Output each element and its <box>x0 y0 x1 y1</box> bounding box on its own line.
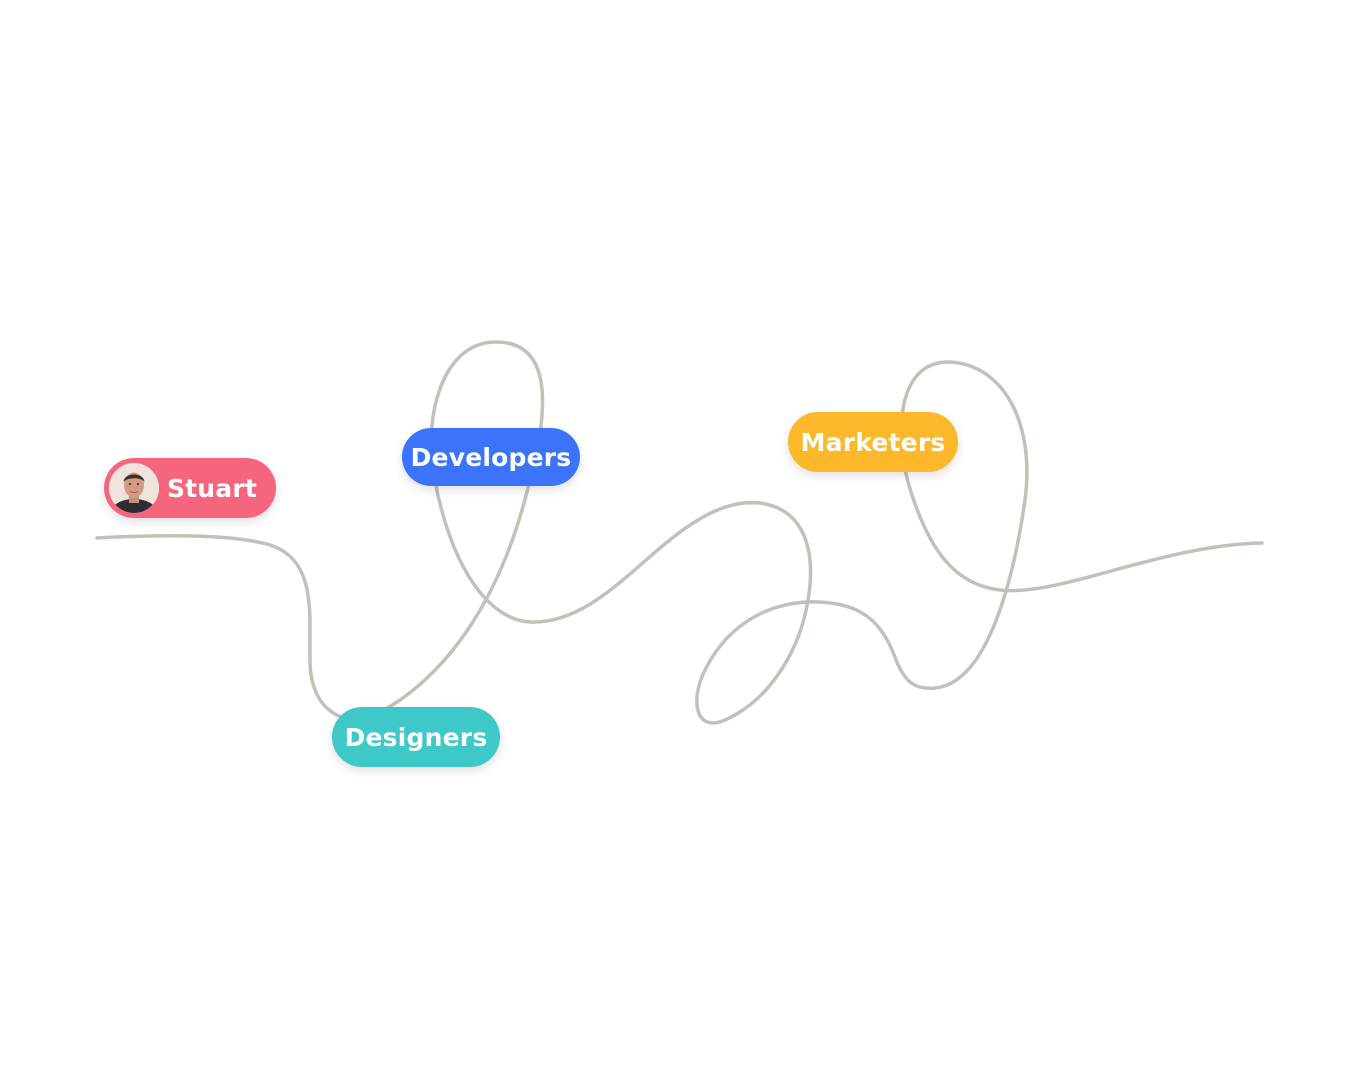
connector-path <box>95 340 1264 725</box>
node-marketers[interactable]: Marketers <box>788 412 958 472</box>
node-marketers-label: Marketers <box>800 427 946 457</box>
node-designers-label: Designers <box>344 722 488 752</box>
node-stuart-label: Stuart <box>166 473 258 503</box>
node-stuart[interactable]: Stuart <box>104 458 276 518</box>
node-designers[interactable]: Designers <box>332 707 500 767</box>
node-developers[interactable]: Developers <box>402 428 580 486</box>
node-developers-label: Developers <box>410 442 572 472</box>
person-avatar-icon <box>109 463 159 513</box>
user-avatar-photo <box>109 463 159 513</box>
